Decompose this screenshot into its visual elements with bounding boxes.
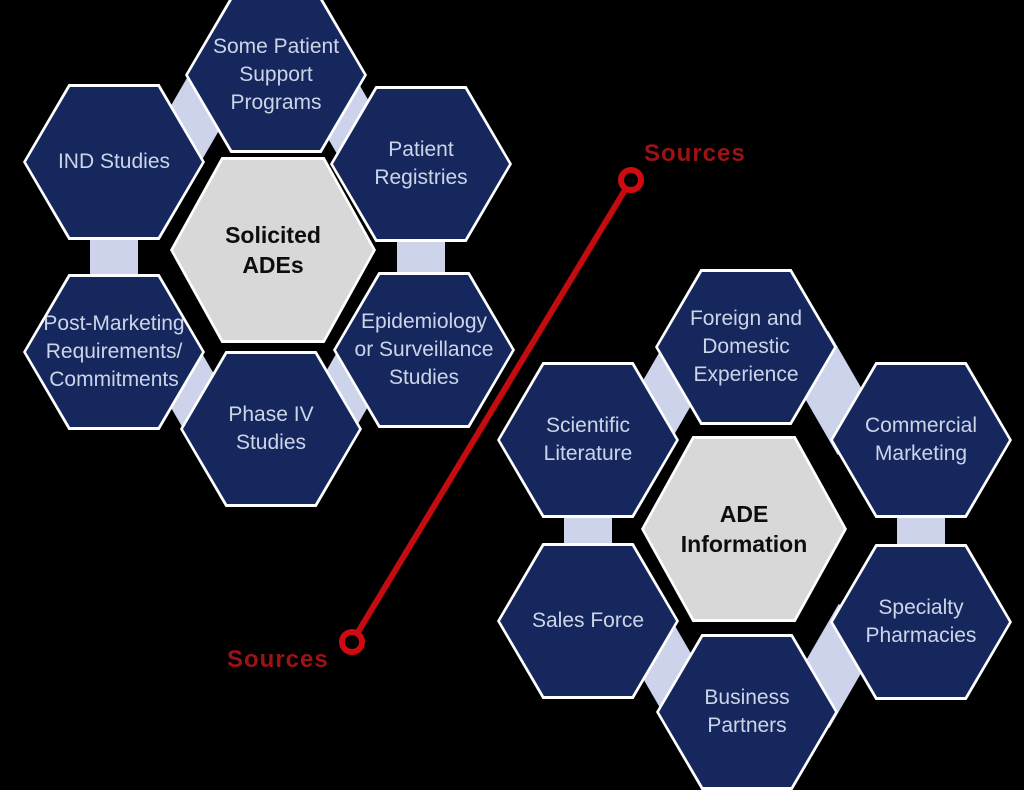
hexagon-some-patient-support-programs: Some Patient Support Programs	[185, 0, 367, 153]
sources-label-top: Sources	[644, 140, 746, 167]
hexagon-patient-registries: Patient Registries	[330, 86, 512, 242]
hexagon-solicited-ades: Solicited ADEs	[170, 157, 376, 343]
hexagon-commercial-marketing: Commercial Marketing	[830, 362, 1012, 518]
hexagon-label: Business Partners	[659, 637, 835, 787]
hexagon-post-marketing-requirements: Post-Marketing Requirements/Commitments	[23, 274, 205, 430]
hexagon-ade-information: ADE Information	[641, 436, 847, 622]
hexagon-specialty-pharmacies: Specialty Pharmacies	[830, 544, 1012, 700]
hexagon-label: Patient Registries	[333, 89, 509, 239]
hexagon-label: Specialty Pharmacies	[833, 547, 1009, 697]
hexagon-phase-iv-studies: Phase IV Studies	[180, 351, 362, 507]
sources-label-bottom: Sources	[227, 646, 329, 673]
hexagon-foreign-domestic-experience: Foreign and Domestic Experience	[655, 269, 837, 425]
hexagon-sales-force: Sales Force	[497, 543, 679, 699]
hexagon-label: Phase IV Studies	[183, 354, 359, 504]
hexagon-ind-studies: IND Studies	[23, 84, 205, 240]
hexagon-label: Foreign and Domestic Experience	[658, 272, 834, 422]
hexagon-label: Commercial Marketing	[833, 365, 1009, 515]
hexagon-scientific-literature: Scientific Literature	[497, 362, 679, 518]
hexagon-epidemiology-surveillance-studies: Epidemiology or Surveillance Studies	[333, 272, 515, 428]
line-endpoint-circle-bottom	[339, 629, 365, 655]
hexagon-business-partners: Business Partners	[656, 634, 838, 790]
line-endpoint-circle-top	[618, 167, 644, 193]
hexagon-label: ADE Information	[644, 439, 844, 619]
hexagon-label: Solicited ADEs	[173, 160, 373, 340]
hexagon-label: Epidemiology or Surveillance Studies	[336, 275, 512, 425]
red-line	[349, 178, 634, 644]
